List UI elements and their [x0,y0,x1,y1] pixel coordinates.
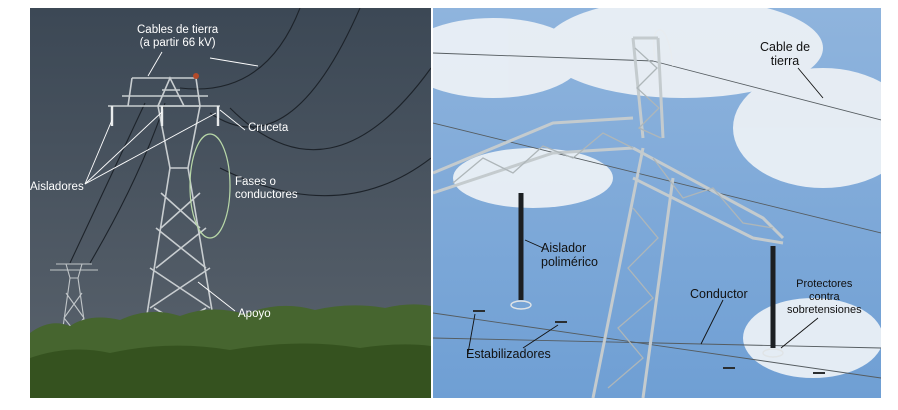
protectores-label: Protectores contra sobretensiones [787,278,862,317]
protectores-line3: sobretensiones [787,304,862,316]
right-tower [433,36,785,398]
left-vegetation-dark [30,343,431,398]
fases-line2: conductores [235,189,298,201]
right-wires [433,52,881,379]
ground-wire-loop [653,29,674,67]
polymeric-insulators [518,193,776,348]
estabilizadores-label: Estabilizadores [466,347,551,361]
tower-top-marker [193,73,199,79]
conductor-label: Conductor [690,287,748,301]
cruceta-label: Cruceta [248,122,289,134]
insulator-fittings [510,300,784,358]
protectores-line2: contra [809,291,840,303]
right-photo-panel: Cable de tierra Aislador polimérico Cond… [433,8,881,398]
aislador-polimerico-label: Aislador polimérico [541,241,598,269]
cable-de-tierra-line1: Cable de [760,40,811,54]
fases-label: Fases o conductores [235,176,298,202]
aislador-line2: polimérico [541,255,598,269]
right-tower-lattice [452,47,774,389]
cables-de-tierra-label: Cables de tierra (a partir 66 kV) [137,24,218,50]
left-photo-panel: Cables de tierra (a partir 66 kV) Crucet… [30,8,431,398]
phases-ellipse [189,133,231,239]
left-insulators [110,106,220,126]
left-photo-scene [30,8,431,398]
apoyo-label: Apoyo [238,308,271,320]
right-photo-scene [433,8,881,398]
clouds [433,8,881,378]
right-annotations [467,67,824,354]
stabilizer-marks [473,310,825,374]
aisladores-label: Aisladores [30,181,84,193]
left-cables [69,8,431,264]
protectores-line1: Protectores [796,278,853,290]
cables-de-tierra-line2: (a partir 66 kV) [139,37,216,49]
aislador-line1: Aislador [541,241,587,255]
cable-de-tierra-label: Cable de tierra [760,40,810,68]
fases-line1: Fases o [235,176,276,188]
cables-de-tierra-line1: Cables de tierra [137,24,219,36]
cable-de-tierra-line2: tierra [770,54,800,68]
left-annotations [84,51,259,312]
